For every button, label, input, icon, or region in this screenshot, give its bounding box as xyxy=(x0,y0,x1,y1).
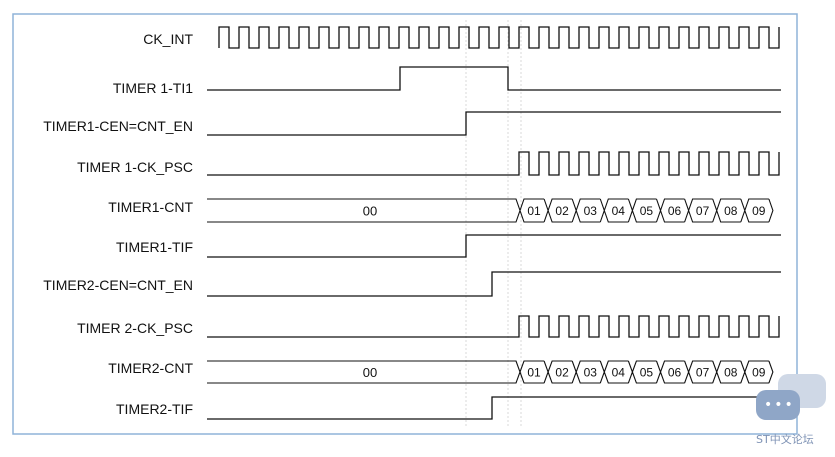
bus-value: 01 xyxy=(527,366,541,380)
timer1-ti1-waveform xyxy=(207,66,781,91)
timer2-cen-waveform xyxy=(207,271,781,297)
bus-value: 08 xyxy=(724,366,738,380)
signal-label-timer1-cnt: TIMER1-CNT xyxy=(108,199,193,215)
timer2-tif-waveform xyxy=(207,396,781,420)
bus-value: 06 xyxy=(668,204,682,218)
bus-value: 01 xyxy=(527,204,541,218)
bus-value: 09 xyxy=(752,366,766,380)
bus-value: 08 xyxy=(724,204,738,218)
bus-value: 04 xyxy=(612,366,626,380)
timer1-cen-waveform xyxy=(207,111,781,136)
bus-value: 07 xyxy=(696,204,710,218)
signal-label-timer2-cen: TIMER2-CEN=CNT_EN xyxy=(43,277,193,293)
bus-initial-value: 00 xyxy=(363,204,377,219)
signal-label-ck-int: CK_INT xyxy=(143,31,193,47)
forum-watermark: ••• ST中文论坛 xyxy=(752,374,832,450)
signal-label-timer1-tif: TIMER1-TIF xyxy=(116,239,193,255)
timer1-tif-waveform xyxy=(207,234,781,258)
bus-value: 07 xyxy=(696,366,710,380)
bus-value: 05 xyxy=(640,366,654,380)
signal-label-timer2-cnt: TIMER2-CNT xyxy=(108,360,193,376)
bus-value: 04 xyxy=(612,204,626,218)
signal-label-timer2-ckpsc: TIMER 2-CK_PSC xyxy=(77,320,193,336)
timer2-ckpsc-waveform xyxy=(207,315,780,338)
chat-bubble-icon xyxy=(756,390,800,420)
timer2-cnt-bus: 00 01 02 03 04 05 06 07 08 09 xyxy=(207,360,774,384)
bus-value: 02 xyxy=(555,204,569,218)
bus-value: 06 xyxy=(668,366,682,380)
bus-value: 03 xyxy=(584,204,598,218)
bus-value: 03 xyxy=(584,366,598,380)
timer1-cnt-bus: 00 01 02 03 04 05 06 07 08 09 xyxy=(207,198,774,223)
diagram-frame xyxy=(12,13,798,435)
watermark-text: ST中文论坛 xyxy=(756,433,814,446)
timer1-ckpsc-waveform xyxy=(207,151,780,176)
ck-int-waveform xyxy=(218,26,780,49)
bus-segment xyxy=(207,198,774,223)
bus-segment xyxy=(207,360,774,384)
signal-label-timer2-tif: TIMER2-TIF xyxy=(116,401,193,417)
bus-value: 02 xyxy=(555,366,569,380)
bus-initial-value: 00 xyxy=(363,365,377,380)
bus-value: 05 xyxy=(640,204,654,218)
signal-label-timer1-cen: TIMER1-CEN=CNT_EN xyxy=(43,118,193,134)
signal-label-timer1-ti1: TIMER 1-TI1 xyxy=(113,80,193,96)
ellipsis-icon: ••• xyxy=(764,397,795,413)
signal-label-timer1-ckpsc: TIMER 1-CK_PSC xyxy=(77,159,193,175)
bus-value: 09 xyxy=(752,204,766,218)
